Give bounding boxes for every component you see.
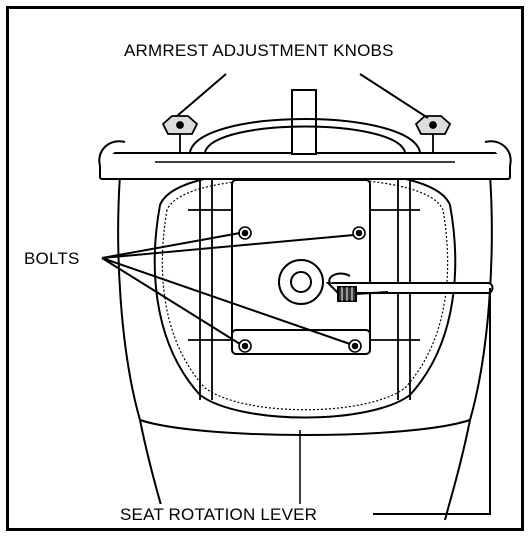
- leader-bolt-3: [101, 257, 241, 345]
- leader-knob-left: [176, 73, 227, 117]
- armrest-knob-right-icon: [414, 115, 452, 153]
- leader-bolt-2: [101, 234, 355, 259]
- leader-knob-right: [359, 73, 429, 119]
- leader-bolt-1: [101, 232, 241, 259]
- pivot-hub: [278, 259, 324, 305]
- armrest-crossbar: [98, 89, 512, 180]
- leader-lever: [372, 288, 491, 515]
- bolt-icons: [238, 226, 366, 353]
- label-armrest-adjustment-knobs: ARMREST ADJUSTMENT KNOBS: [124, 41, 394, 60]
- seat-rotation-lever: [325, 272, 494, 302]
- leader-lines: [101, 73, 491, 515]
- diagram-border: [6, 6, 524, 531]
- label-bolts: BOLTS: [24, 249, 80, 268]
- label-seat-rotation-lever: SEAT ROTATION LEVER: [120, 505, 318, 524]
- armrest-knob-left-icon: [161, 115, 199, 153]
- leader-bolt-4: [101, 257, 351, 345]
